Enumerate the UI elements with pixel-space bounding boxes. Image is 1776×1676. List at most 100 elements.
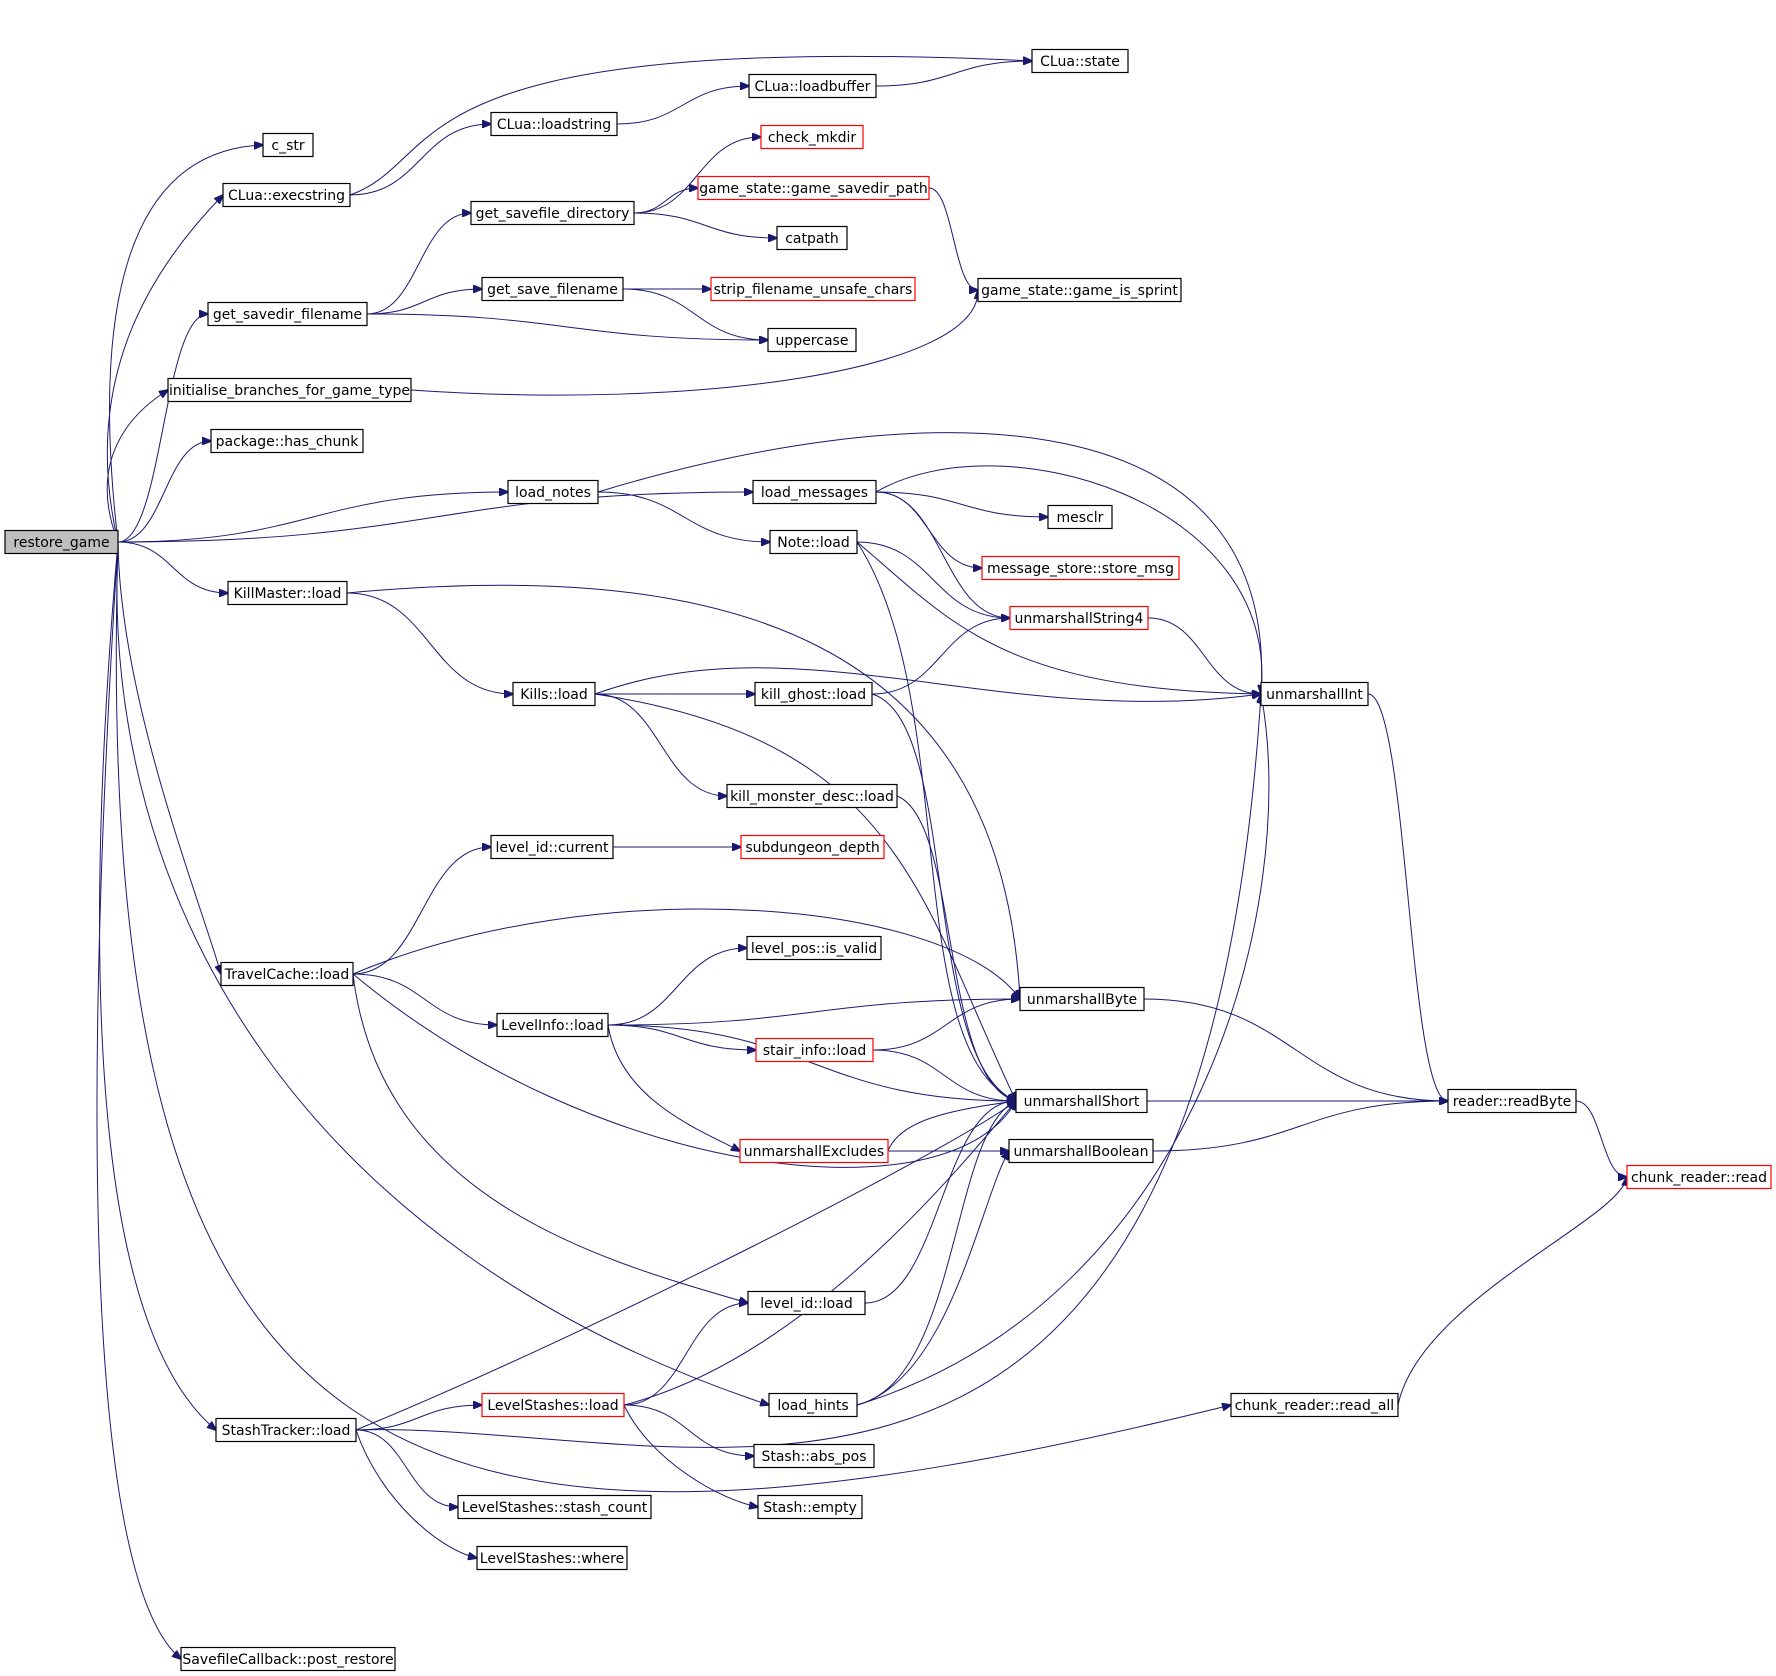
node-load-messages[interactable]: load_messages — [752, 479, 877, 505]
node-box — [507, 479, 599, 505]
edge-travelcache_load-to-level_id_current — [352, 847, 491, 975]
node-box — [220, 961, 354, 987]
node-box — [740, 834, 885, 860]
node-box — [753, 1443, 875, 1469]
edge-restore_game-to-travelcache_load — [117, 541, 221, 974]
node-chunk-reader-read-all[interactable]: chunk_reader::read_all — [1230, 1392, 1399, 1418]
edge-restore_game-to-load_notes — [117, 492, 508, 543]
edge-get_savedir_filename-to-get_savefile_directory — [366, 213, 471, 315]
node-readByte[interactable]: reader::readByte — [1447, 1088, 1577, 1114]
node-game-savedir-path[interactable]: game_state::game_savedir_path — [697, 175, 930, 201]
node-label: KillMaster::load — [234, 586, 342, 602]
node-box — [1008, 1138, 1154, 1164]
node-check-mkdir[interactable]: check_mkdir — [760, 124, 864, 150]
edge-kill_monster_desc_load-to-unmarshallShort — [896, 795, 1016, 1101]
node-box — [754, 681, 873, 707]
node-note-load[interactable]: Note::load — [769, 529, 858, 555]
node-level-id-load[interactable]: level_id::load — [747, 1290, 866, 1316]
node-get-save-filename[interactable]: get_save_filename — [481, 276, 624, 302]
edge-get_savefile_directory-to-game_savedir_path — [633, 188, 698, 214]
node-box — [776, 225, 848, 251]
node-initialise-branches[interactable]: initialise_branches_for_game_type — [167, 377, 412, 403]
node-box — [767, 327, 857, 353]
node-execstring[interactable]: CLua::execstring — [222, 182, 351, 208]
node-unmarshallShort[interactable]: unmarshallShort — [1015, 1088, 1148, 1114]
node-travelcache-load[interactable]: TravelCache::load — [220, 961, 354, 987]
node-label: Kills::load — [520, 687, 588, 703]
edge-kill_ghost_load-to-unmarshallString4 — [871, 618, 1010, 695]
edge-levelstashes_load-to-stash_empty — [623, 1404, 758, 1507]
node-box — [490, 834, 614, 860]
node-box — [1015, 1088, 1148, 1114]
node-killmaster-load[interactable]: KillMaster::load — [227, 580, 348, 606]
node-stair-info-load[interactable]: stair_info::load — [755, 1037, 874, 1063]
node-game-is-sprint[interactable]: game_state::game_is_sprint — [977, 277, 1182, 303]
node-box — [710, 276, 916, 302]
edge-restore_game-to-has_chunk — [117, 441, 211, 543]
edge-chunk_reader_read_all-to-chunk_reader_read — [1397, 1177, 1627, 1406]
node-box — [481, 276, 624, 302]
node-label: reader::readByte — [1453, 1094, 1572, 1110]
node-restore-game[interactable]: restore_game — [4, 529, 119, 555]
node-catpath[interactable]: catpath — [776, 225, 848, 251]
node-box — [1447, 1088, 1577, 1114]
node-store-msg[interactable]: message_store::store_msg — [981, 555, 1180, 581]
edge-levelstashes_load-to-level_id_load — [623, 1303, 748, 1406]
node-box — [1230, 1392, 1399, 1418]
node-label: game_state::game_savedir_path — [699, 181, 927, 197]
node-box — [512, 681, 596, 707]
node-levelinfo-load[interactable]: LevelInfo::load — [496, 1012, 609, 1038]
node-load-notes[interactable]: load_notes — [507, 479, 599, 505]
node-stash-count[interactable]: LevelStashes::stash_count — [457, 1494, 652, 1520]
edge-killmaster_load-to-unmarshallByte — [346, 584, 1020, 999]
node-get-savedir-filename[interactable]: get_savedir_filename — [207, 301, 368, 327]
edge-restore_game-to-c_str — [109, 145, 263, 543]
node-unmarshallBoolean[interactable]: unmarshallBoolean — [1008, 1138, 1154, 1164]
node-c-str[interactable]: c_str — [262, 132, 314, 158]
node-state[interactable]: CLua::state — [1031, 48, 1129, 74]
node-mesclr[interactable]: mesclr — [1047, 504, 1113, 530]
edge-restore_game-to-stashtracker_load — [99, 541, 216, 1430]
node-label: catpath — [785, 231, 839, 247]
edge-stair_info_load-to-unmarshallByte — [872, 999, 1020, 1051]
node-strip-filename-unsafe-chars[interactable]: strip_filename_unsafe_chars — [710, 276, 916, 302]
node-kill-ghost-load[interactable]: kill_ghost::load — [754, 681, 873, 707]
node-unmarshallString4[interactable]: unmarshallString4 — [1009, 605, 1149, 631]
node-loadstring[interactable]: CLua::loadstring — [490, 111, 618, 137]
node-box — [769, 529, 858, 555]
node-loadbuffer[interactable]: CLua::loadbuffer — [748, 73, 877, 99]
node-unmarshallExcludes[interactable]: unmarshallExcludes — [739, 1138, 889, 1164]
node-get-savefile-directory[interactable]: get_savefile_directory — [470, 200, 635, 226]
node-levelstashes-where[interactable]: LevelStashes::where — [476, 1545, 628, 1571]
edge-levelstashes_load-to-stash_abs_pos — [623, 1404, 754, 1456]
node-stash-empty[interactable]: Stash::empty — [757, 1494, 863, 1520]
node-unmarshallByte[interactable]: unmarshallByte — [1019, 986, 1145, 1012]
node-load-hints[interactable]: load_hints — [768, 1392, 858, 1418]
node-levelstashes-load[interactable]: LevelStashes::load — [481, 1392, 625, 1418]
node-label: load_hints — [777, 1398, 848, 1414]
edge-load_notes-to-note_load — [597, 491, 770, 542]
node-uppercase[interactable]: uppercase — [767, 327, 857, 353]
edge-stashtracker_load-to-levelstashes_where — [355, 1429, 477, 1558]
edge-unmarshallInt-to-readByte — [1367, 693, 1448, 1101]
edge-load_hints-to-unmarshallBoolean — [856, 1151, 1009, 1406]
node-label: LevelStashes::where — [480, 1551, 624, 1567]
node-label: package::has_chunk — [216, 434, 360, 450]
node-unmarshallInt[interactable]: unmarshallInt — [1260, 681, 1369, 707]
edge-levelinfo_load-to-unmarshallShort — [607, 1024, 1016, 1101]
node-has-chunk[interactable]: package::has_chunk — [210, 428, 364, 454]
edge-levelinfo_load-to-unmarshallExcludes — [607, 1024, 740, 1151]
node-label: Stash::abs_pos — [761, 1449, 866, 1465]
node-post-restore[interactable]: SavefileCallback::post_restore — [180, 1646, 396, 1672]
node-box — [262, 132, 314, 158]
node-stash-abs-pos[interactable]: Stash::abs_pos — [753, 1443, 875, 1469]
node-box — [167, 377, 412, 403]
node-level-id-current[interactable]: level_id::current — [490, 834, 614, 860]
node-level-pos-is-valid[interactable]: level_pos::is_valid — [746, 935, 882, 961]
node-kills-load[interactable]: Kills::load — [512, 681, 596, 707]
node-stashtracker-load[interactable]: StashTracker::load — [215, 1417, 357, 1443]
node-subdungeon-depth[interactable]: subdungeon_depth — [740, 834, 885, 860]
node-kill-monster-desc-load[interactable]: kill_monster_desc::load — [726, 783, 898, 809]
node-box — [227, 580, 348, 606]
node-chunk-reader-read[interactable]: chunk_reader::read — [1626, 1164, 1772, 1190]
